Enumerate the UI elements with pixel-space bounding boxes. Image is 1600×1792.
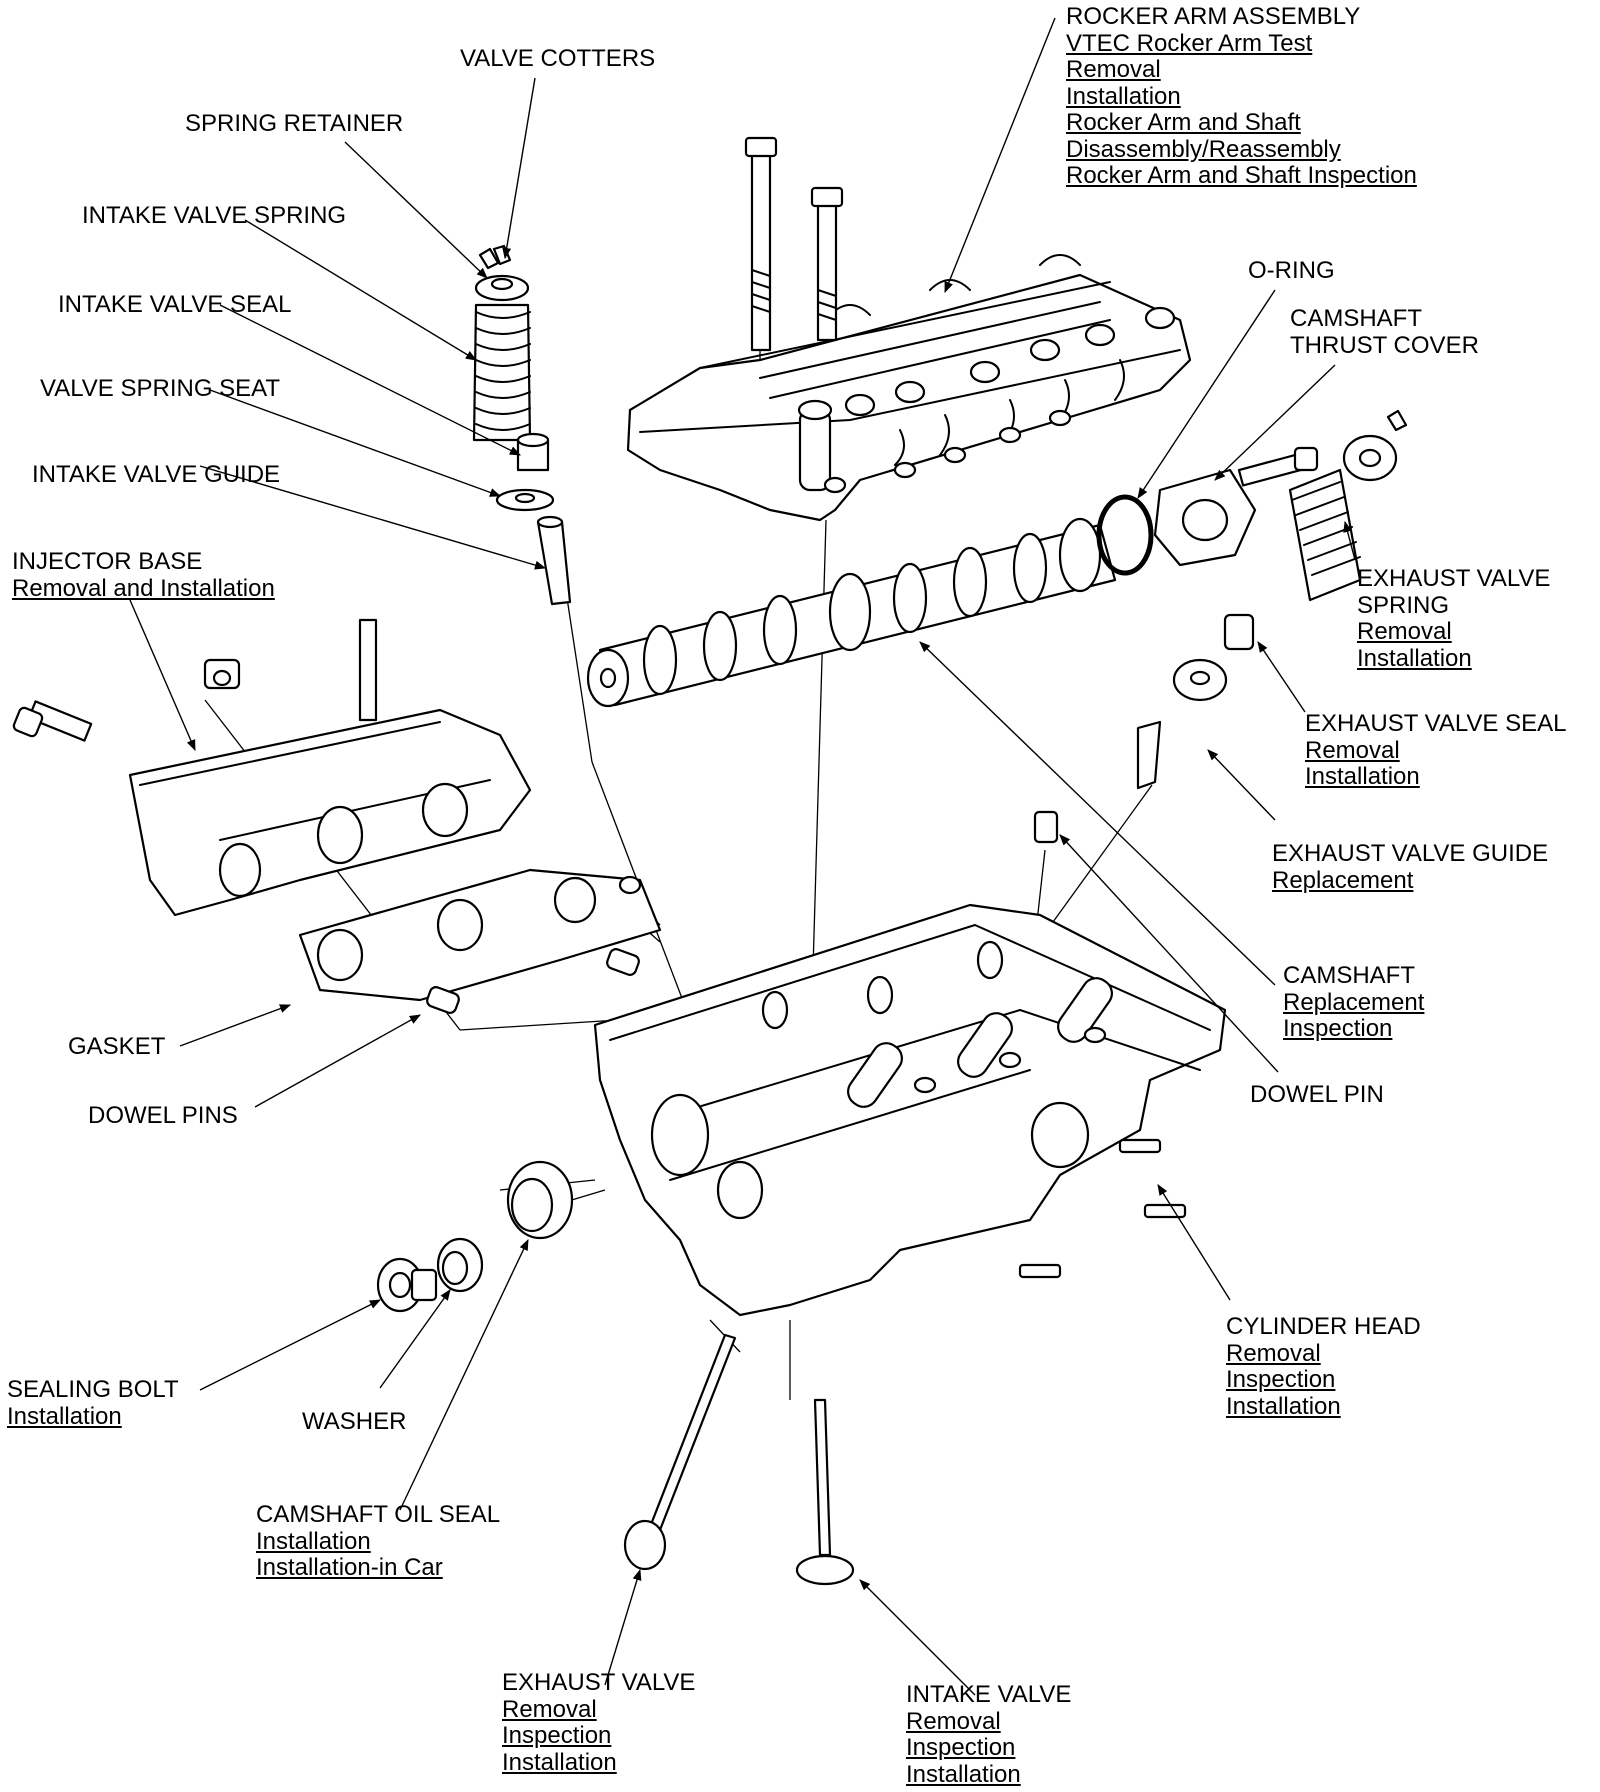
exhaust-valve-installation-link[interactable]: Installation — [502, 1748, 617, 1776]
exhaust-valve-guide-replacement-link[interactable]: Replacement — [1272, 866, 1414, 894]
callout-title: CYLINDER HEAD — [1226, 1313, 1421, 1340]
callout-title: INJECTOR BASE — [12, 548, 203, 575]
exhaust-valve-removal-link[interactable]: Removal — [502, 1695, 597, 1723]
callout-washer: WASHER — [302, 1408, 407, 1436]
callout-sealing-bolt: SEALING BOLT Installation — [7, 1376, 179, 1430]
rocker-arm-and-shaft-link[interactable]: Rocker Arm and Shaft — [1066, 109, 1301, 136]
callout-cylinder-head: CYLINDER HEAD Removal Inspection Install… — [1226, 1313, 1421, 1420]
exhaust-valve-inspection-link[interactable]: Inspection — [502, 1722, 612, 1749]
callout-title: DOWEL PINS — [88, 1102, 238, 1129]
callout-camshaft-thrust-cover: CAMSHAFT THRUST COVER — [1290, 305, 1479, 359]
callout-exhaust-valve-spring: EXHAUST VALVE SPRING Removal Installatio… — [1357, 565, 1551, 672]
callout-valve-spring-seat: VALVE SPRING SEAT — [40, 375, 281, 403]
callout-title: CAMSHAFT OIL SEAL — [256, 1501, 501, 1528]
vtec-rocker-arm-test-link[interactable]: VTEC Rocker Arm Test — [1066, 29, 1313, 57]
callout-title-line2: SPRING — [1357, 591, 1450, 619]
callout-intake-valve-seal: INTAKE VALVE SEAL — [58, 291, 292, 319]
callout-valve-cotters: VALVE COTTERS — [460, 45, 656, 73]
callout-title: EXHAUST VALVE — [1357, 565, 1551, 592]
callout-title: WASHER — [302, 1408, 407, 1435]
callout-dowel-pins: DOWEL PINS — [88, 1102, 238, 1130]
cylinder-head-removal-link[interactable]: Removal — [1226, 1339, 1321, 1367]
callout-title: INTAKE VALVE SPRING — [82, 202, 347, 229]
camshaft-replacement-link[interactable]: Replacement — [1283, 988, 1425, 1016]
injector-base-removal-installation-link[interactable]: Removal and Installation — [12, 574, 275, 602]
callout-title: CAMSHAFT — [1290, 305, 1422, 332]
callout-gasket: GASKET — [68, 1033, 166, 1061]
intake-valve-removal-link[interactable]: Removal — [906, 1707, 1001, 1735]
callout-title-line2: THRUST COVER — [1290, 331, 1479, 359]
camshaft-oil-seal-installation-in-car-link[interactable]: Installation-in Car — [256, 1554, 443, 1581]
intake-valve-inspection-link[interactable]: Inspection — [906, 1734, 1016, 1761]
callout-o-ring: O-RING — [1248, 257, 1335, 285]
camshaft-inspection-link[interactable]: Inspection — [1283, 1015, 1393, 1042]
exhaust-valve-seal-removal-link[interactable]: Removal — [1305, 736, 1400, 764]
exhaust-valve-parts-drawing — [1033, 409, 1408, 844]
callout-intake-valve-guide: INTAKE VALVE GUIDE — [32, 461, 281, 489]
callout-title: EXHAUST VALVE SEAL — [1305, 710, 1567, 737]
disassembly-reassembly-link[interactable]: Disassembly/Reassembly — [1066, 135, 1341, 163]
callout-intake-valve-spring: INTAKE VALVE SPRING — [82, 202, 347, 230]
callout-title: INTAKE VALVE SEAL — [58, 291, 292, 318]
callout-title: INTAKE VALVE — [906, 1681, 1072, 1708]
rocker-arm-removal-link[interactable]: Removal — [1066, 56, 1161, 83]
callout-spring-retainer: SPRING RETAINER — [185, 110, 404, 138]
rocker-arm-installation-link[interactable]: Installation — [1066, 82, 1181, 110]
callout-title: EXHAUST VALVE — [502, 1669, 696, 1696]
front-seals-drawing — [376, 1160, 574, 1313]
callout-title: VALVE SPRING SEAT — [40, 375, 281, 402]
cylinder-head-installation-link[interactable]: Installation — [1226, 1392, 1341, 1420]
cylinder-head-inspection-link[interactable]: Inspection — [1226, 1366, 1336, 1393]
callout-camshaft: CAMSHAFT Replacement Inspection — [1283, 962, 1425, 1043]
callout-title: SEALING BOLT — [7, 1376, 179, 1403]
camshaft-oil-seal-installation-link[interactable]: Installation — [256, 1527, 371, 1555]
callout-exhaust-valve: EXHAUST VALVE Removal Inspection Install… — [502, 1669, 696, 1776]
callout-exhaust-valve-seal: EXHAUST VALVE SEAL Removal Installation — [1305, 710, 1567, 791]
callout-title: ROCKER ARM ASSEMBLY — [1066, 3, 1361, 30]
rocker-arm-assembly-drawing — [626, 136, 1192, 522]
callout-injector-base: INJECTOR BASE Removal and Installation — [12, 548, 275, 602]
callout-title: EXHAUST VALVE GUIDE — [1272, 840, 1549, 867]
exhaust-valve-seal-installation-link[interactable]: Installation — [1305, 763, 1420, 790]
exhaust-valve-spring-removal-link[interactable]: Removal — [1357, 618, 1452, 645]
callout-dowel-pin: DOWEL PIN — [1250, 1081, 1384, 1109]
callout-leaders — [129, 17, 1356, 1696]
sealing-bolt-installation-link[interactable]: Installation — [7, 1402, 122, 1430]
callout-title: CAMSHAFT — [1283, 962, 1415, 989]
rocker-arm-shaft-inspection-link[interactable]: Rocker Arm and Shaft Inspection — [1066, 162, 1417, 189]
camshaft-drawing — [586, 446, 1319, 708]
callout-title: DOWEL PIN — [1250, 1081, 1384, 1108]
callout-title: SPRING RETAINER — [185, 110, 404, 137]
cylinder-head-drawing — [593, 903, 1227, 1317]
callout-title: O-RING — [1248, 257, 1335, 284]
callout-camshaft-oil-seal: CAMSHAFT OIL SEAL Installation Installat… — [256, 1501, 501, 1582]
callout-title: GASKET — [68, 1033, 166, 1060]
intake-valve-installation-link[interactable]: Installation — [906, 1760, 1021, 1788]
intake-valve-parts-drawing — [472, 244, 572, 606]
callout-rocker-arm-assembly: ROCKER ARM ASSEMBLY VTEC Rocker Arm Test… — [1066, 3, 1417, 190]
callout-exhaust-valve-guide: EXHAUST VALVE GUIDE Replacement — [1272, 840, 1549, 894]
callout-intake-valve: INTAKE VALVE Removal Inspection Installa… — [906, 1681, 1072, 1788]
injector-base-drawing — [12, 618, 662, 1014]
callout-title: VALVE COTTERS — [460, 45, 656, 72]
callout-title: INTAKE VALVE GUIDE — [32, 461, 281, 488]
exhaust-valve-spring-installation-link[interactable]: Installation — [1357, 644, 1472, 672]
valves-drawing — [623, 1333, 855, 1586]
